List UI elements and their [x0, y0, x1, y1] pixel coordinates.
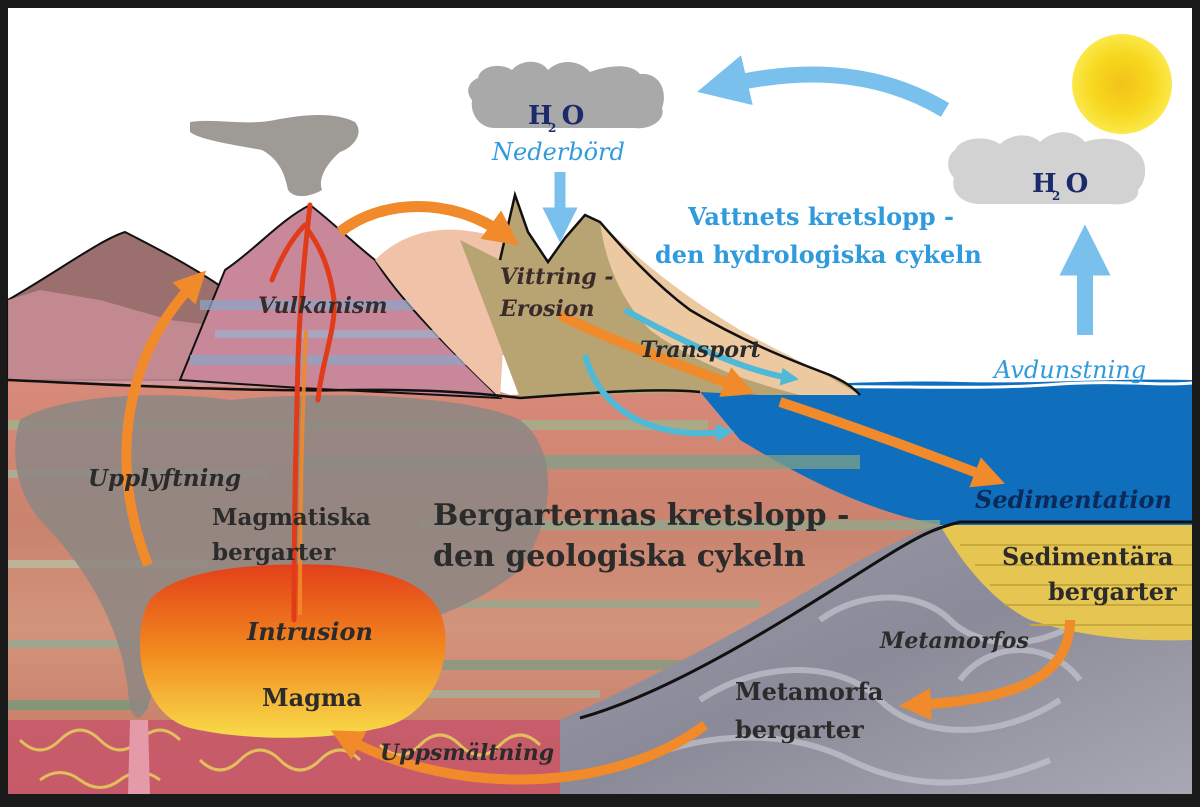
cloud-left-subscript: 2	[548, 121, 556, 135]
rock-cycle-title-line2: den geologiska cykeln	[433, 539, 806, 574]
magma-chamber	[140, 564, 446, 738]
igneous-rocks-line1: Magmatiska	[212, 504, 371, 531]
sedimentary-lines	[960, 544, 1192, 626]
sedimentation-label: Sedimentation	[975, 485, 1172, 514]
weathering-label-line1: Vittring -	[500, 264, 613, 290]
cloud-right-label: H O	[1032, 169, 1088, 199]
volcano-bands	[190, 300, 490, 365]
metamorphic-swirls	[638, 594, 1083, 786]
transport-label: Transport	[640, 337, 761, 363]
sedimentary-rocks-line1: Sedimentära	[1002, 542, 1173, 571]
magma-label: Magma	[262, 683, 362, 712]
sedimentary-rocks-line2: bergarter	[1048, 577, 1177, 606]
ground-line	[7, 378, 701, 400]
mountain-right-outline	[498, 190, 861, 396]
igneous-rocks-line2: bergarter	[212, 539, 336, 566]
rock-cycle-title-line1: Bergarternas kretslopp -	[433, 498, 849, 533]
volcanism-to-weathering-arrow	[336, 201, 520, 246]
intrusion-label: Intrusion	[246, 617, 373, 646]
water-vapor-transport-arrow	[697, 55, 950, 117]
groundwater-arrow	[582, 354, 734, 442]
metamorphic-rocks-line1: Metamorfa	[735, 677, 883, 706]
volcano-plume	[190, 115, 359, 197]
surface-runoff-arrow	[623, 307, 799, 386]
weathering-label-line2: Erosion	[499, 296, 594, 322]
sedimentary-layer	[940, 525, 1192, 641]
uplift-label: Upplyftning	[88, 465, 241, 492]
uplift-arrow	[121, 270, 207, 567]
cloud-icon	[468, 61, 664, 129]
volcanism-label: Vulkanism	[258, 293, 388, 319]
precipitation-label: Nederbörd	[491, 138, 625, 166]
cloud-left-label: H O	[528, 101, 584, 131]
evaporation-label: Avdunstning	[992, 356, 1146, 384]
intrusion-path	[298, 329, 308, 616]
water-cycle-title-line1: Vattnets kretslopp -	[687, 202, 954, 231]
sedimentation-arrow	[778, 397, 1005, 488]
lava-conduits	[269, 202, 337, 623]
metamorphic-rocks-line2: bergarter	[735, 715, 864, 744]
water-cycle-title-line2: den hydrologiska cykeln	[655, 240, 982, 269]
transport-arrow	[557, 310, 755, 397]
cloud-icon	[948, 132, 1146, 205]
contact-line	[579, 520, 1192, 720]
sun-icon	[1072, 34, 1172, 134]
metamorphosis-label: Metamorfos	[879, 628, 1029, 654]
intrusion-stem	[128, 720, 150, 794]
remelting-arrow	[330, 721, 709, 785]
remelting-label: Uppsmältning	[380, 740, 554, 766]
cloud-right-subscript: 2	[1052, 189, 1060, 203]
metamorphosis-arrow	[899, 619, 1075, 721]
